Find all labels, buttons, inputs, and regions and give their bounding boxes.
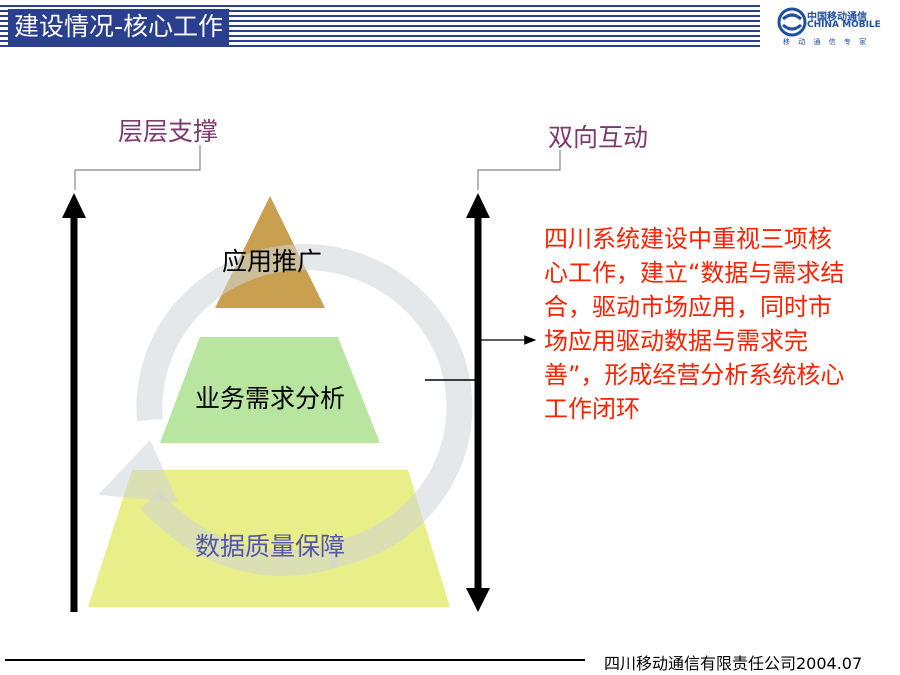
pyramid-top-label: 应用推广 [222, 247, 322, 276]
label-layered-support: 层层支撑 [118, 117, 219, 146]
logo-slogan: 移 动 通 信 专 家 [783, 38, 870, 46]
footer-divider [5, 659, 585, 661]
right-label-connector [477, 150, 561, 190]
cycle-arrow-lower [140, 490, 339, 576]
label-two-way-interaction: 双向互动 [548, 123, 649, 152]
logo-name-en: CHINA MOBILE [807, 20, 881, 30]
china-mobile-logo-icon [777, 7, 807, 37]
pyramid-middle-label: 业务需求分析 [195, 384, 345, 413]
pyramid-bottom-label: 数据质量保障 [195, 532, 345, 561]
page-title: 建设情况-核心工作 [8, 9, 230, 45]
core-work-description: 四川系统建设中重视三项核心工作，建立“数据与需求结合，驱动市场应用，同时市场应用… [544, 225, 845, 423]
cycle-arrow-ring [136, 244, 473, 568]
pyramid-middle-tier [160, 337, 380, 443]
footer-company-date: 四川移动通信有限责任公司2004.07 [604, 654, 863, 673]
right-arrow-head-down-icon [466, 588, 490, 612]
logo-name-cn: 中国移动通信 [807, 12, 867, 23]
pyramid-bottom-tier [88, 470, 450, 607]
left-arrow-head-icon [62, 193, 86, 218]
left-label-connector [74, 145, 201, 190]
cycle-arrow-head-icon [98, 440, 178, 502]
right-arrow-head-up-icon [466, 193, 490, 218]
